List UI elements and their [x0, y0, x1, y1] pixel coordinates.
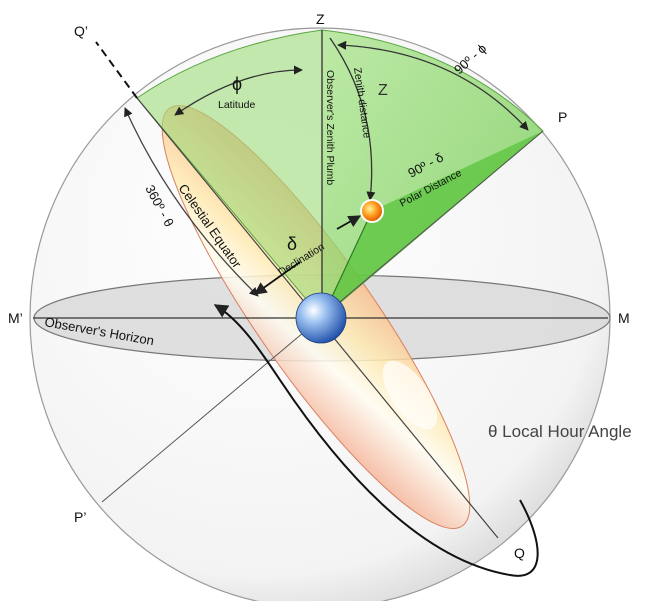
- point-p-prime: P’: [74, 509, 86, 525]
- point-m-prime: M’: [8, 310, 23, 326]
- hour-angle-arc: [213, 304, 539, 577]
- equator-extension-dashed: [95, 41, 138, 99]
- declination-arrow: [253, 261, 301, 295]
- point-q-prime: Q’: [74, 23, 88, 39]
- phi-symbol: ϕ: [232, 74, 242, 94]
- point-z: Z: [316, 11, 325, 27]
- star-icon: [360, 199, 384, 223]
- latitude-arc-arrow: [174, 65, 303, 116]
- latitude-label: Latitude: [218, 99, 256, 111]
- zenith-plumb-label: Observer's Zenith Plumb: [324, 70, 336, 185]
- zenith-distance-arc-arrow: [329, 37, 376, 201]
- local-hour-angle-label: θ Local Hour Angle: [488, 422, 632, 441]
- declination-arrow-star: [336, 215, 362, 230]
- equator-glow: [382, 360, 438, 430]
- colatitude-arc-arrow: [337, 40, 529, 131]
- point-q: Q: [514, 545, 525, 561]
- z-symbol-label: Z: [378, 82, 388, 99]
- hour-angle-360-arc: [124, 107, 259, 297]
- earth-icon: [295, 292, 347, 344]
- point-p: P: [558, 109, 567, 125]
- delta-symbol: δ: [287, 234, 297, 254]
- point-m: M: [618, 310, 630, 326]
